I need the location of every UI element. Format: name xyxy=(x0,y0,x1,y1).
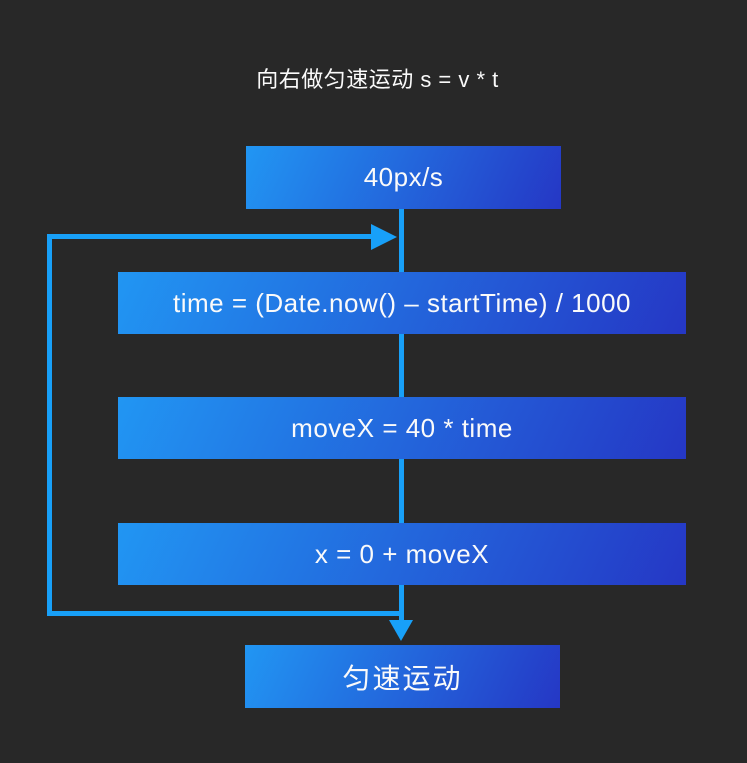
flow-node-speed: 40px/s xyxy=(246,146,561,209)
loop-left-line xyxy=(47,234,52,616)
right-arrowhead-icon xyxy=(371,224,397,250)
down-arrowhead-icon xyxy=(389,620,413,641)
loop-top-line xyxy=(47,234,372,239)
flow-node-result: 匀速运动 xyxy=(245,645,560,708)
flow-node-time-formula: time = (Date.now() – startTime) / 1000 xyxy=(118,272,686,334)
loop-bottom-line xyxy=(47,611,404,616)
diagram-title: 向右做匀速运动 s = v * t xyxy=(256,67,499,92)
flow-node-movex-formula: moveX = 40 * time xyxy=(118,397,686,459)
flow-node-x-formula: x = 0 + moveX xyxy=(118,523,686,585)
